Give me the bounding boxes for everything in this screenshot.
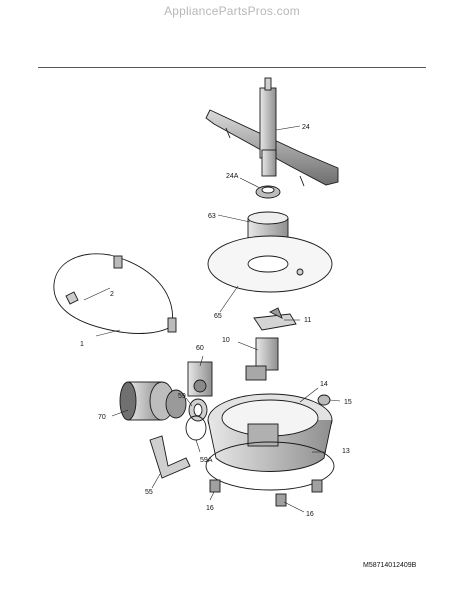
part-59-seal[interactable] xyxy=(188,398,208,422)
callout-70: 70 xyxy=(98,414,106,421)
part-65-cover[interactable] xyxy=(207,235,333,293)
diagram-code: M58714012409B xyxy=(363,562,417,569)
callout-63: 63 xyxy=(208,213,216,220)
part-15-cap[interactable] xyxy=(317,394,331,406)
callout-59: 59 xyxy=(178,393,186,400)
callout-1: 1 xyxy=(80,341,84,348)
part-10-valve[interactable] xyxy=(245,337,279,381)
part-16-foot-right[interactable] xyxy=(275,493,287,507)
callout-65: 65 xyxy=(214,313,222,320)
callout-24: 24 xyxy=(302,124,310,131)
callout-55: 55 xyxy=(145,489,153,496)
part-60-housing[interactable] xyxy=(187,361,213,397)
callout-13: 13 xyxy=(342,448,350,455)
part-70-motor[interactable] xyxy=(119,381,187,421)
callout-16-right: 16 xyxy=(306,511,314,518)
part-14-sump[interactable] xyxy=(207,393,333,472)
part-24a-seal[interactable] xyxy=(255,185,281,199)
callout-59a: 59A xyxy=(200,457,213,464)
part-13-gasket[interactable] xyxy=(205,441,335,491)
part-24-spray-arm[interactable] xyxy=(205,77,339,187)
part-2-bracket[interactable] xyxy=(65,291,79,305)
callout-2: 2 xyxy=(110,291,114,298)
callout-16-left: 16 xyxy=(206,505,214,512)
callout-15: 15 xyxy=(344,399,352,406)
callout-14: 14 xyxy=(320,381,328,388)
part-16-foot-left[interactable] xyxy=(209,479,221,493)
part-16-foot-back[interactable] xyxy=(311,479,323,493)
header-rule xyxy=(38,67,426,68)
watermark: AppliancePartsPros.com xyxy=(164,4,300,18)
leader-lines xyxy=(83,125,341,513)
callout-60: 60 xyxy=(196,345,204,352)
callout-11: 11 xyxy=(304,317,311,324)
callout-24a: 24A xyxy=(226,173,239,180)
part-55-bracket[interactable] xyxy=(149,435,191,479)
part-11-bracket[interactable] xyxy=(253,307,297,331)
part-1-heating-element[interactable] xyxy=(53,253,177,334)
callout-10: 10 xyxy=(222,337,230,344)
